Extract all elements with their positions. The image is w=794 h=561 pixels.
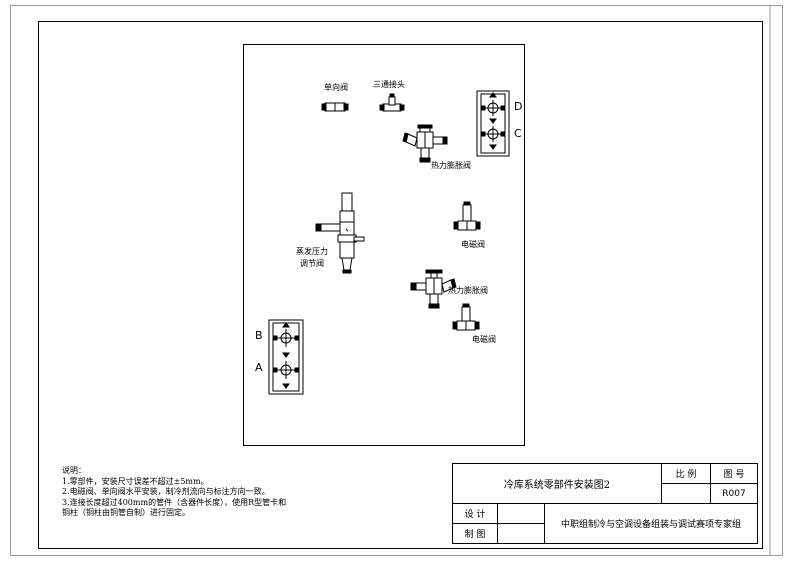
drawing-number-label: 图 号	[710, 463, 758, 484]
epr-label-line1: 蒸发压力	[296, 247, 328, 256]
draft-label: 制 图	[452, 523, 498, 544]
note-line: 3.连接长度超过400mm的管件（含器件长度），使用R型管卡和	[62, 497, 287, 507]
design-signature	[497, 503, 545, 524]
plate-letter-a: A	[255, 361, 263, 374]
epr-valve-symbol	[315, 192, 365, 274]
tee-joint-symbol	[379, 93, 405, 112]
draft-signature	[497, 523, 545, 544]
solenoid-valve-top-label: 电磁阀	[461, 240, 485, 249]
organization: 中职组制冷与空调设备组装与调试赛项专家组	[544, 503, 758, 544]
solenoid-valve-top-symbol	[453, 201, 481, 231]
mounting-panel	[243, 44, 525, 446]
drawing-frame	[38, 21, 763, 549]
mounting-plate-left	[268, 319, 304, 395]
design-label: 设 计	[452, 503, 498, 524]
drawing-title: 冷库系统零部件安装图2	[452, 463, 662, 504]
txv-bottom-label: 热力膨胀阀	[448, 286, 488, 295]
sheet-border	[10, 5, 783, 556]
solenoid-valve-bottom-label: 电磁阀	[472, 335, 496, 344]
txv-top-symbol	[402, 124, 448, 163]
scale-value	[661, 483, 711, 504]
check-valve-symbol	[321, 102, 349, 112]
note-line: 2.电磁阀、单向阀水平安装，制冷剂流向与标注方向一致。	[62, 487, 270, 496]
plate-letter-c: C	[514, 127, 522, 140]
mounting-plate-right	[476, 90, 510, 157]
note-line: 铜柱（铜柱由铜管自制）进行固定。	[62, 508, 190, 517]
plate-letter-b: B	[255, 329, 263, 342]
txv-bottom-symbol	[410, 269, 457, 309]
title-block: 冷库系统零部件安装图2 比 例 图 号 R007 设 计 中职组制冷与空调设备组…	[452, 463, 758, 544]
solenoid-valve-bottom-symbol	[452, 303, 480, 331]
notes-heading: 说明：	[62, 466, 86, 475]
drawing-number: R007	[710, 483, 758, 504]
plate-letter-d: D	[514, 100, 523, 113]
drawing-notes: 说明： 1.零部件，安装尺寸误差不超过±5mm。 2.电磁阀、单向阀水平安装，制…	[62, 466, 286, 519]
scale-label: 比 例	[661, 463, 711, 484]
tee-joint-label: 三通接头	[373, 80, 405, 89]
check-valve-label: 单向阀	[324, 83, 348, 92]
epr-label-line2: 调节阀	[300, 259, 324, 268]
txv-top-label: 热力膨胀阀	[431, 161, 471, 170]
note-line: 1.零部件，安装尺寸误差不超过±5mm。	[62, 476, 209, 486]
